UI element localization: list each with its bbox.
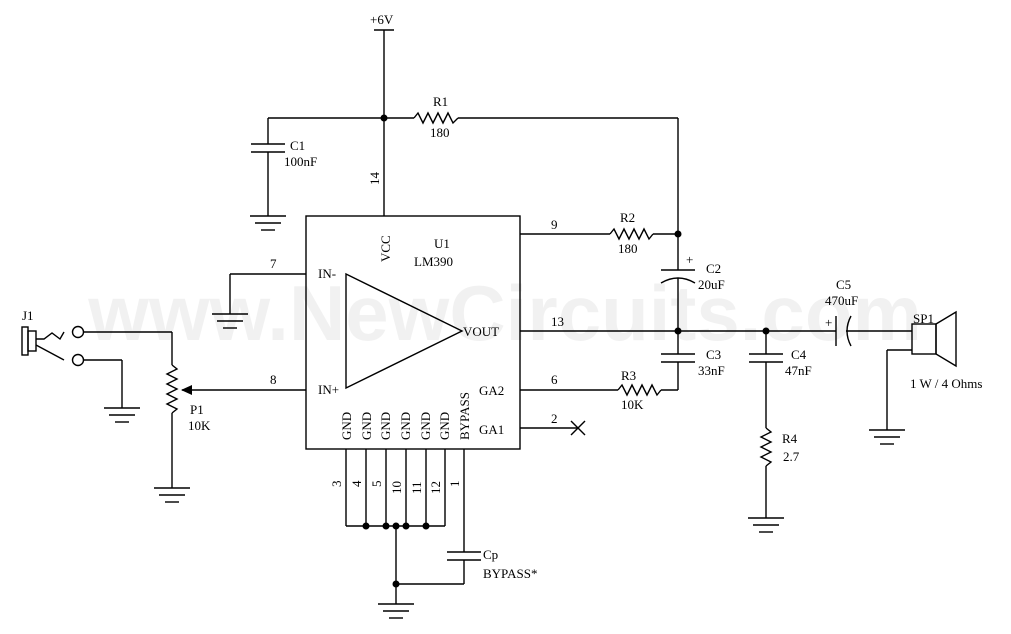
c2-ref: C2	[706, 261, 721, 276]
c5-ref: C5	[836, 277, 851, 292]
resistor-r4	[748, 427, 784, 533]
pin-8-label: 8	[270, 372, 277, 387]
c5-value: 470uF	[825, 293, 858, 308]
pin-4-label: 4	[349, 480, 364, 487]
in-plus-label: IN+	[318, 382, 339, 397]
capacitor-cp	[396, 449, 481, 585]
p1-value: 10K	[188, 418, 211, 433]
pin-3-label: 3	[329, 481, 344, 488]
ga2-label: GA2	[479, 383, 504, 398]
u1-part: LM390	[414, 254, 453, 269]
pin-8-wire	[181, 385, 306, 395]
c5-polarity: +	[825, 315, 832, 330]
supply-label: +6V	[370, 12, 394, 27]
gnd-label-5: GND	[418, 412, 433, 440]
gnd-label-4: GND	[398, 412, 413, 440]
r4-ref: R4	[782, 431, 798, 446]
resistor-r1	[384, 111, 679, 234]
pin-2-label: 2	[551, 411, 558, 426]
pin-11-label: 11	[409, 481, 424, 494]
pin-1-label: 1	[447, 481, 462, 488]
pin-6-label: 6	[551, 372, 558, 387]
capacitor-c2	[660, 234, 696, 331]
capacitor-c4	[749, 331, 783, 428]
pin-14-label: 14	[367, 172, 382, 186]
p1-ref: P1	[190, 402, 204, 417]
ic-u1-body	[305, 215, 521, 450]
resistor-r2	[520, 227, 682, 241]
vcc-label: VCC	[378, 235, 393, 262]
capacitor-c3	[661, 331, 695, 390]
capacitor-c1	[251, 117, 384, 216]
capacitor-c5	[835, 315, 912, 347]
pin-10-label: 10	[389, 481, 404, 494]
pin-12-label: 12	[428, 481, 443, 494]
gnd-label-2: GND	[359, 412, 374, 440]
ground-symbol-c1	[250, 215, 286, 231]
potentiometer-p1	[154, 332, 190, 503]
ga1-label: GA1	[479, 422, 504, 437]
gnd-label-1: GND	[339, 412, 354, 440]
in-minus-label: IN-	[318, 266, 336, 281]
vout-label: VOUT	[463, 324, 499, 339]
c1-value: 100nF	[284, 154, 317, 169]
pin-9-label: 9	[551, 217, 558, 232]
pin-7-label: 7	[270, 256, 277, 271]
bypass-label: BYPASS	[457, 392, 472, 440]
gnd-pins-wiring	[345, 449, 446, 619]
speaker-sp1	[869, 310, 957, 445]
c2-polarity: +	[686, 252, 693, 267]
gnd-label-3: GND	[378, 412, 393, 440]
r2-ref: R2	[620, 210, 635, 225]
sp1-value: 1 W / 4 Ohms	[910, 376, 982, 391]
pin-5-label: 5	[369, 481, 384, 488]
r4-value: 2.7	[783, 449, 800, 464]
c4-ref: C4	[791, 347, 807, 362]
cp-ref: Cp	[483, 547, 498, 562]
c4-value: 47nF	[785, 363, 812, 378]
r1-value: 180	[430, 125, 450, 140]
r2-value: 180	[618, 241, 638, 256]
r3-value: 10K	[621, 397, 644, 412]
pin-2-no-connect	[520, 420, 586, 436]
supply-rail	[374, 29, 394, 216]
resistor-r3	[520, 383, 678, 397]
cp-value: BYPASS*	[483, 566, 537, 581]
r1-ref: R1	[433, 94, 448, 109]
opamp-triangle	[345, 272, 464, 390]
c1-ref: C1	[290, 138, 305, 153]
c3-value: 33nF	[698, 363, 725, 378]
gnd-label-6: GND	[437, 412, 452, 440]
j1-ref: J1	[22, 308, 34, 323]
sp1-ref: SP1	[913, 311, 934, 326]
pin-13-label: 13	[551, 314, 564, 329]
c2-value: 20uF	[698, 277, 725, 292]
pin-7-wire	[212, 273, 306, 329]
jack-j1	[21, 325, 172, 423]
watermark: www.NewCircuits.com	[87, 269, 922, 357]
r3-ref: R3	[621, 368, 636, 383]
u1-ref: U1	[434, 236, 450, 251]
c3-ref: C3	[706, 347, 721, 362]
